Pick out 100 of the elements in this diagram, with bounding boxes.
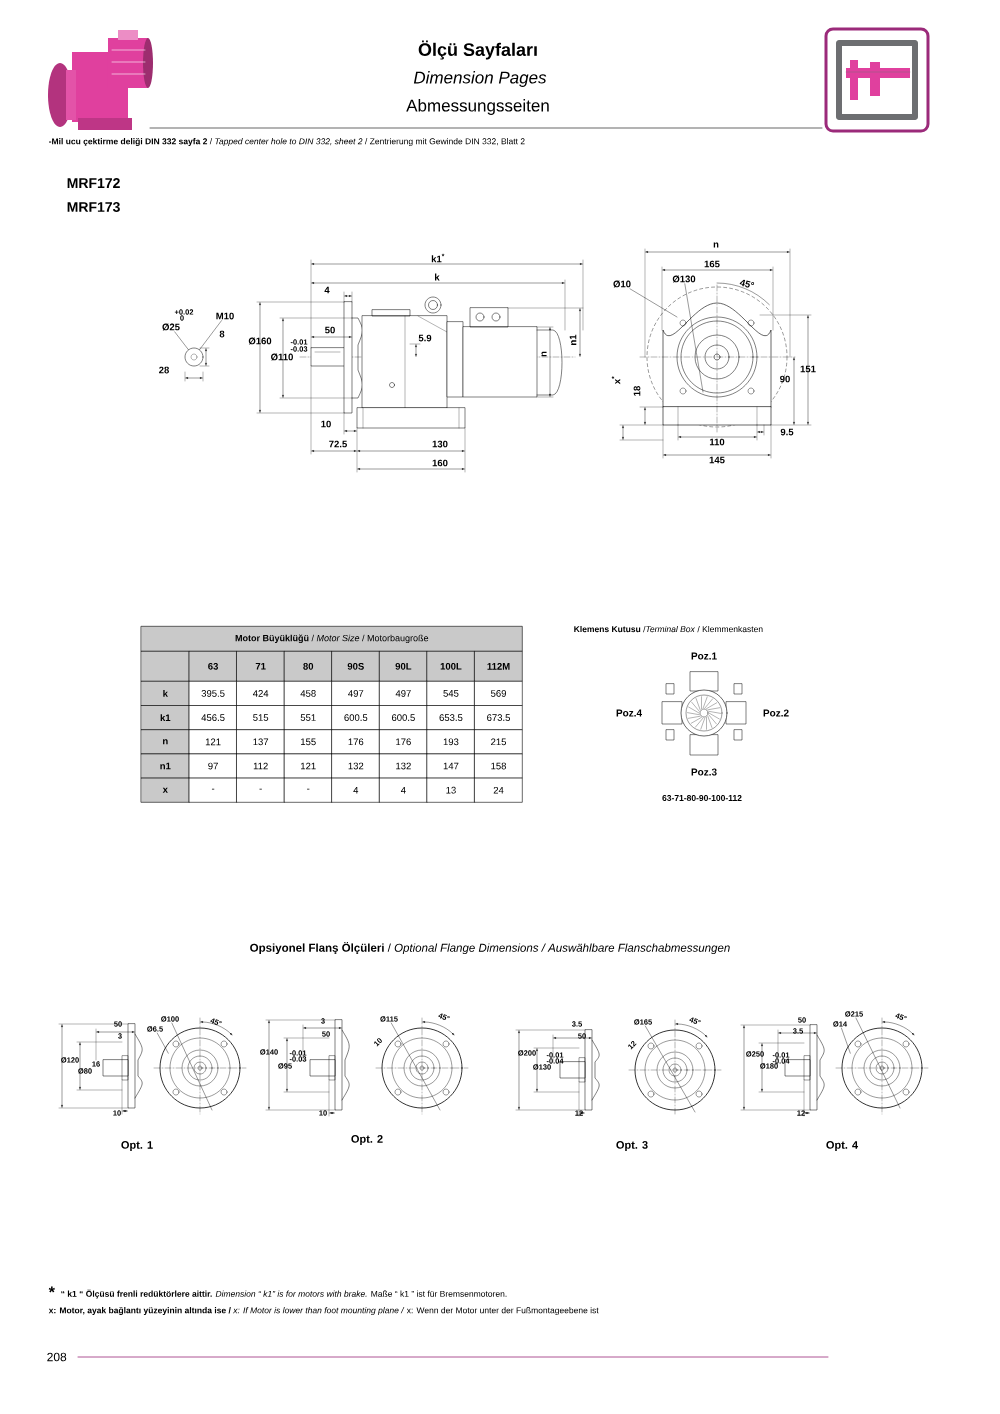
footnote-mark: * [48, 1286, 55, 1293]
table-cell: 100L [426, 651, 476, 682]
table-cell: 424 [236, 681, 285, 706]
leader-line [199, 320, 222, 350]
leader-line [629, 288, 678, 318]
table-cell: 4 [331, 777, 380, 803]
table-cell: n1 [141, 753, 190, 779]
dimension-label: 4 [324, 286, 330, 294]
leader-line [391, 1022, 441, 1111]
table-cell: 176 [379, 729, 428, 755]
footnote: “ k1 “ Ölçüsü frenli redüktörlere aittir. Dimension “ k1” is for motors with brake. Maße “ k1 ” ist für Bremsenmotoren. [61, 1289, 507, 1299]
dimension-label: 10 [321, 420, 331, 428]
table-cell: 24 [474, 777, 523, 803]
leader-line [174, 331, 189, 350]
dimension-label: n [713, 242, 719, 248]
table-cell: 90L [379, 651, 428, 682]
table-cell: - [284, 777, 333, 803]
dimension-label: k1$^{*}$ [431, 253, 445, 263]
leader-line [855, 1017, 901, 1109]
table-cell: 137 [236, 729, 285, 755]
leader-line [645, 1025, 696, 1113]
table-cell: 600.5 [331, 705, 380, 730]
table-cell: 673.5 [474, 705, 523, 730]
table-cell: 147 [426, 753, 476, 779]
table-cell: 497 [331, 681, 380, 706]
section-heading: Opsiyonel Flanş Ölçüleri / Optional Flange Dimensions / Auswählbare Flanschabmessungen [250, 941, 730, 955]
table-cell: 71 [236, 651, 285, 682]
leader-line [841, 1027, 851, 1054]
dimension-label: Ø10 [613, 280, 631, 288]
dimension-label: 160 [432, 459, 448, 467]
table-cell: 515 [236, 705, 285, 730]
table-cell: 551 [284, 705, 333, 730]
table-cell: 112M [474, 651, 523, 682]
dimension-label: M10 [216, 312, 234, 320]
table-cell: 121 [189, 729, 238, 755]
dimension-label: Ø25 [162, 323, 180, 331]
table-cell: x [141, 777, 190, 803]
dimension-label: 45° [739, 279, 755, 288]
dimension-label: 18 [633, 386, 641, 396]
table-cell: k [141, 681, 190, 706]
dimension-label: 72.5 [329, 440, 347, 448]
note-text: -Mil ucu çektirme deliği DIN 332 sayfa 2 / Tapped center hole to DIN 332, sheet 2 / Zentrierung mit Gewinde DIN 332, Blatt 2 [49, 138, 525, 147]
table-cell: 121 [284, 753, 333, 779]
table-cell: 112 [236, 753, 285, 779]
table-cell: 395.5 [189, 681, 238, 706]
dimension-label: 145 [709, 456, 725, 464]
table-cell: 600.5 [379, 705, 428, 730]
option-label: Opt. 2 [351, 1135, 383, 1145]
dimension-label: 110 [709, 438, 725, 446]
table-cell: 80 [284, 651, 333, 682]
table-cell: 97 [189, 753, 238, 779]
dimension-label: 28 [159, 366, 169, 374]
table-cell: 4 [379, 777, 428, 803]
position-label: Poz.3 [691, 768, 717, 776]
table-cell: 63 [189, 651, 238, 682]
dimension-label: 8 [219, 330, 225, 338]
table-cell: 456.5 [189, 705, 238, 730]
dimension-label: k [435, 273, 440, 281]
footnote: x: Motor, ayak bağlantı yüzeyinin altında ise / x: If Motor is lower than foot mounting plane / x: Wenn der Motor unter der Fußmontageebene ist [48, 1307, 599, 1316]
caption: Klemens Kutusu /Terminal Box / Klemmenkasten [574, 625, 763, 633]
option-label: Opt. 3 [616, 1141, 648, 1151]
dimension-label: 9.5 [780, 428, 794, 436]
dimension-label: 50 [325, 326, 335, 334]
size-list: 63-71-80-90-100-112 [662, 795, 742, 801]
table-cell: - [236, 777, 285, 803]
leader-line [171, 1022, 213, 1111]
dimension-label: n [541, 351, 547, 357]
dimension-label: 165 [704, 260, 720, 268]
dimension-label: Ø110 [271, 353, 293, 361]
table-cell: 176 [331, 729, 380, 755]
table-cell: 158 [474, 753, 523, 779]
table-cell: 458 [284, 681, 333, 706]
table-cell: 90S [331, 651, 380, 682]
option-label: Opt. 4 [826, 1141, 859, 1151]
dimension-label: 5.9 [418, 334, 432, 342]
dimension-label: Ø130 [672, 275, 696, 283]
table-cell: k1 [141, 705, 190, 730]
table-cell: - [189, 777, 238, 803]
table-cell: 497 [379, 681, 428, 706]
table-cell: 132 [331, 753, 380, 779]
table-cell: n [141, 729, 190, 755]
table-cell: 569 [474, 681, 523, 706]
model-name: MRF172 [67, 178, 120, 188]
position-label: Poz.4 [616, 709, 642, 717]
dimension-label: n1 [569, 334, 577, 345]
subtitle: Abmessungsseiten [406, 99, 549, 115]
page-number: 208 [47, 1352, 67, 1362]
dimension-label: 90 [780, 375, 790, 383]
subtitle: Dimension Pages [413, 71, 547, 87]
title: Ölçü Sayfaları [418, 40, 537, 60]
leader-line [157, 1032, 169, 1054]
position-label: Poz.2 [763, 709, 789, 717]
table-cell: 13 [426, 777, 476, 803]
table-cell: 155 [284, 729, 333, 755]
position-label: Poz.1 [691, 652, 717, 660]
dimension-label: 151 [800, 365, 816, 373]
shaft-end-circle [184, 347, 204, 367]
leader-line [684, 283, 704, 393]
table-cell: 193 [426, 729, 476, 755]
dimension-label: 130 [432, 440, 448, 448]
